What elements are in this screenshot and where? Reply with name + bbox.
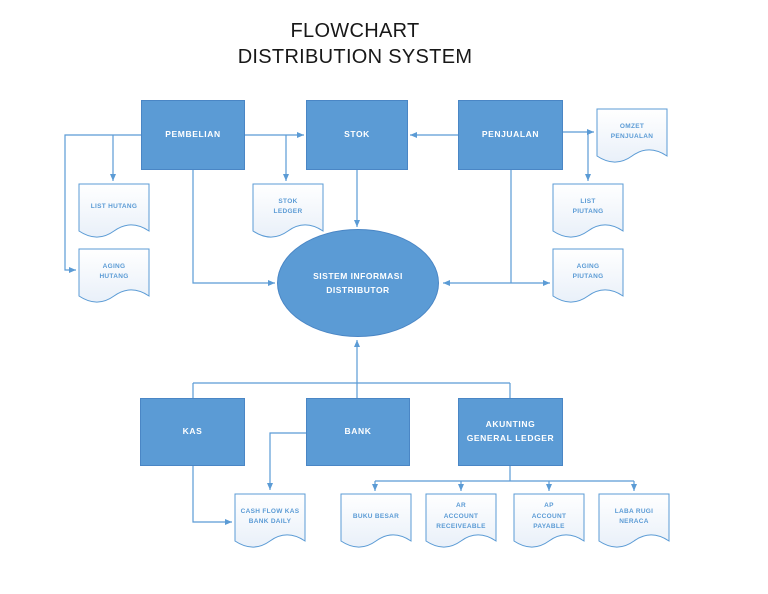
doc-aging-hutang-label: AGING HUTANG [99, 262, 129, 280]
doc-list-hutang: LIST HUTANG [78, 183, 150, 245]
doc-buku-besar-label: BUKU BESAR [352, 512, 400, 520]
node-stok-label: STOK [344, 129, 370, 140]
node-penjualan: PENJUALAN [458, 100, 563, 170]
doc-list-hutang-label: LIST HUTANG [90, 202, 138, 210]
document-shape-icon [78, 183, 150, 238]
doc-laba-rugi-neraca: LABA RUGI NERACA [598, 493, 670, 555]
document-shape-icon [340, 493, 412, 548]
node-sistem-informasi-distributor: SISTEM INFORMASI DISTRIBUTOR [277, 229, 439, 337]
doc-omzet-penjualan: OMZET PENJUALAN [596, 108, 668, 170]
node-kas-label: KAS [182, 426, 203, 437]
node-akunting-general-ledger: AKUNTING GENERAL LEDGER [458, 398, 563, 466]
document-shape-icon [425, 493, 497, 548]
doc-ap-account-payable: AP ACCOUNT PAYABLE [513, 493, 585, 555]
node-pembelian-label: PEMBELIAN [165, 129, 221, 140]
doc-ar-account-label: AR ACCOUNT RECEIVEABLE [436, 502, 486, 531]
node-bank: BANK [306, 398, 410, 466]
document-shape-icon [252, 183, 324, 238]
document-shape-icon [552, 248, 624, 303]
document-shape-icon [596, 108, 668, 163]
document-shape-icon [78, 248, 150, 303]
doc-list-piutang-label: LIST PIUTANG [572, 197, 604, 215]
document-shape-icon [513, 493, 585, 548]
doc-aging-hutang: AGING HUTANG [78, 248, 150, 310]
doc-stok-ledger-label: STOK LEDGER [273, 197, 303, 215]
doc-aging-piutang-label: AGING PIUTANG [572, 262, 604, 280]
node-penjualan-label: PENJUALAN [481, 129, 540, 140]
node-bank-label: BANK [344, 426, 372, 437]
node-akunting-label: AKUNTING GENERAL LEDGER [466, 419, 555, 443]
document-shape-icon [552, 183, 624, 238]
page-title: FLOWCHART DISTRIBUTION SYSTEM [237, 20, 473, 68]
doc-aging-piutang: AGING PIUTANG [552, 248, 624, 310]
node-kas: KAS [140, 398, 245, 466]
doc-laba-rugi-label: LABA RUGI NERACA [614, 507, 654, 525]
document-shape-icon [234, 493, 306, 548]
doc-cash-flow-kas-bank-daily: CASH FLOW KAS BANK DAILY [234, 493, 306, 555]
doc-ap-account-label: AP ACCOUNT PAYABLE [531, 502, 567, 531]
node-pembelian: PEMBELIAN [141, 100, 245, 170]
doc-list-piutang: LIST PIUTANG [552, 183, 624, 245]
hub-label: SISTEM INFORMASI DISTRIBUTOR [313, 270, 403, 295]
doc-buku-besar: BUKU BESAR [340, 493, 412, 555]
doc-cash-flow-label: CASH FLOW KAS BANK DAILY [240, 507, 300, 525]
doc-stok-ledger: STOK LEDGER [252, 183, 324, 245]
doc-omzet-penjualan-label: OMZET PENJUALAN [610, 122, 654, 140]
document-shape-icon [598, 493, 670, 548]
doc-ar-account-receiveable: AR ACCOUNT RECEIVEABLE [425, 493, 497, 555]
node-stok: STOK [306, 100, 408, 170]
